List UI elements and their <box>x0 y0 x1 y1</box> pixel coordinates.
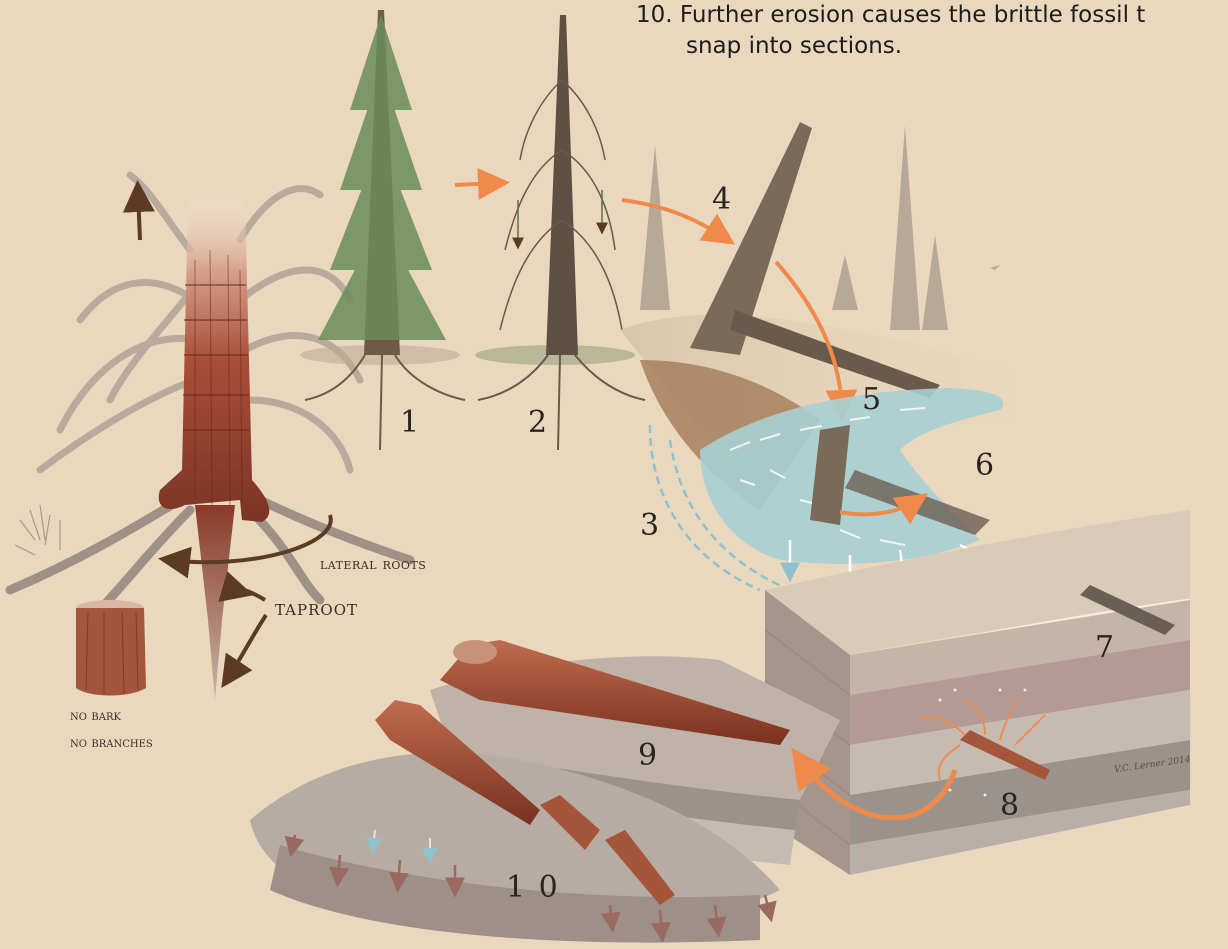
lateral-roots-label: lateral roots <box>320 554 426 573</box>
stage-number-10: 1 0 <box>506 870 560 905</box>
sediment-block <box>765 510 1190 875</box>
caption-line-2: snap into sections. <box>636 31 1228 62</box>
arrow-stage1-to-2 <box>455 183 498 185</box>
stage2-dying-tree <box>475 15 645 450</box>
step-caption: 10. Further erosion causes the brittle f… <box>636 0 1228 62</box>
stage-number-3: 3 <box>640 508 661 543</box>
no-bark-label: no bark <box>70 708 121 724</box>
background-forest <box>640 125 1000 330</box>
stage-number-5: 5 <box>862 382 883 417</box>
stage-number-7: 7 <box>1095 630 1116 665</box>
caption-line-1: 10. Further erosion causes the brittle f… <box>636 0 1228 31</box>
arrow-stage2-to-4 <box>622 200 725 238</box>
no-branches-label: no branches <box>70 735 153 751</box>
stage-number-1: 1 <box>400 405 421 440</box>
stage-number-9: 9 <box>638 738 659 773</box>
stage-number-8: 8 <box>1000 788 1021 823</box>
taproot-label: taproot <box>275 596 358 621</box>
stage1-living-tree <box>300 10 465 450</box>
stage-number-6: 6 <box>975 448 996 483</box>
barkless-stump-icon <box>76 600 146 696</box>
stage-number-4: 4 <box>712 182 733 217</box>
stage-number-2: 2 <box>528 405 549 440</box>
